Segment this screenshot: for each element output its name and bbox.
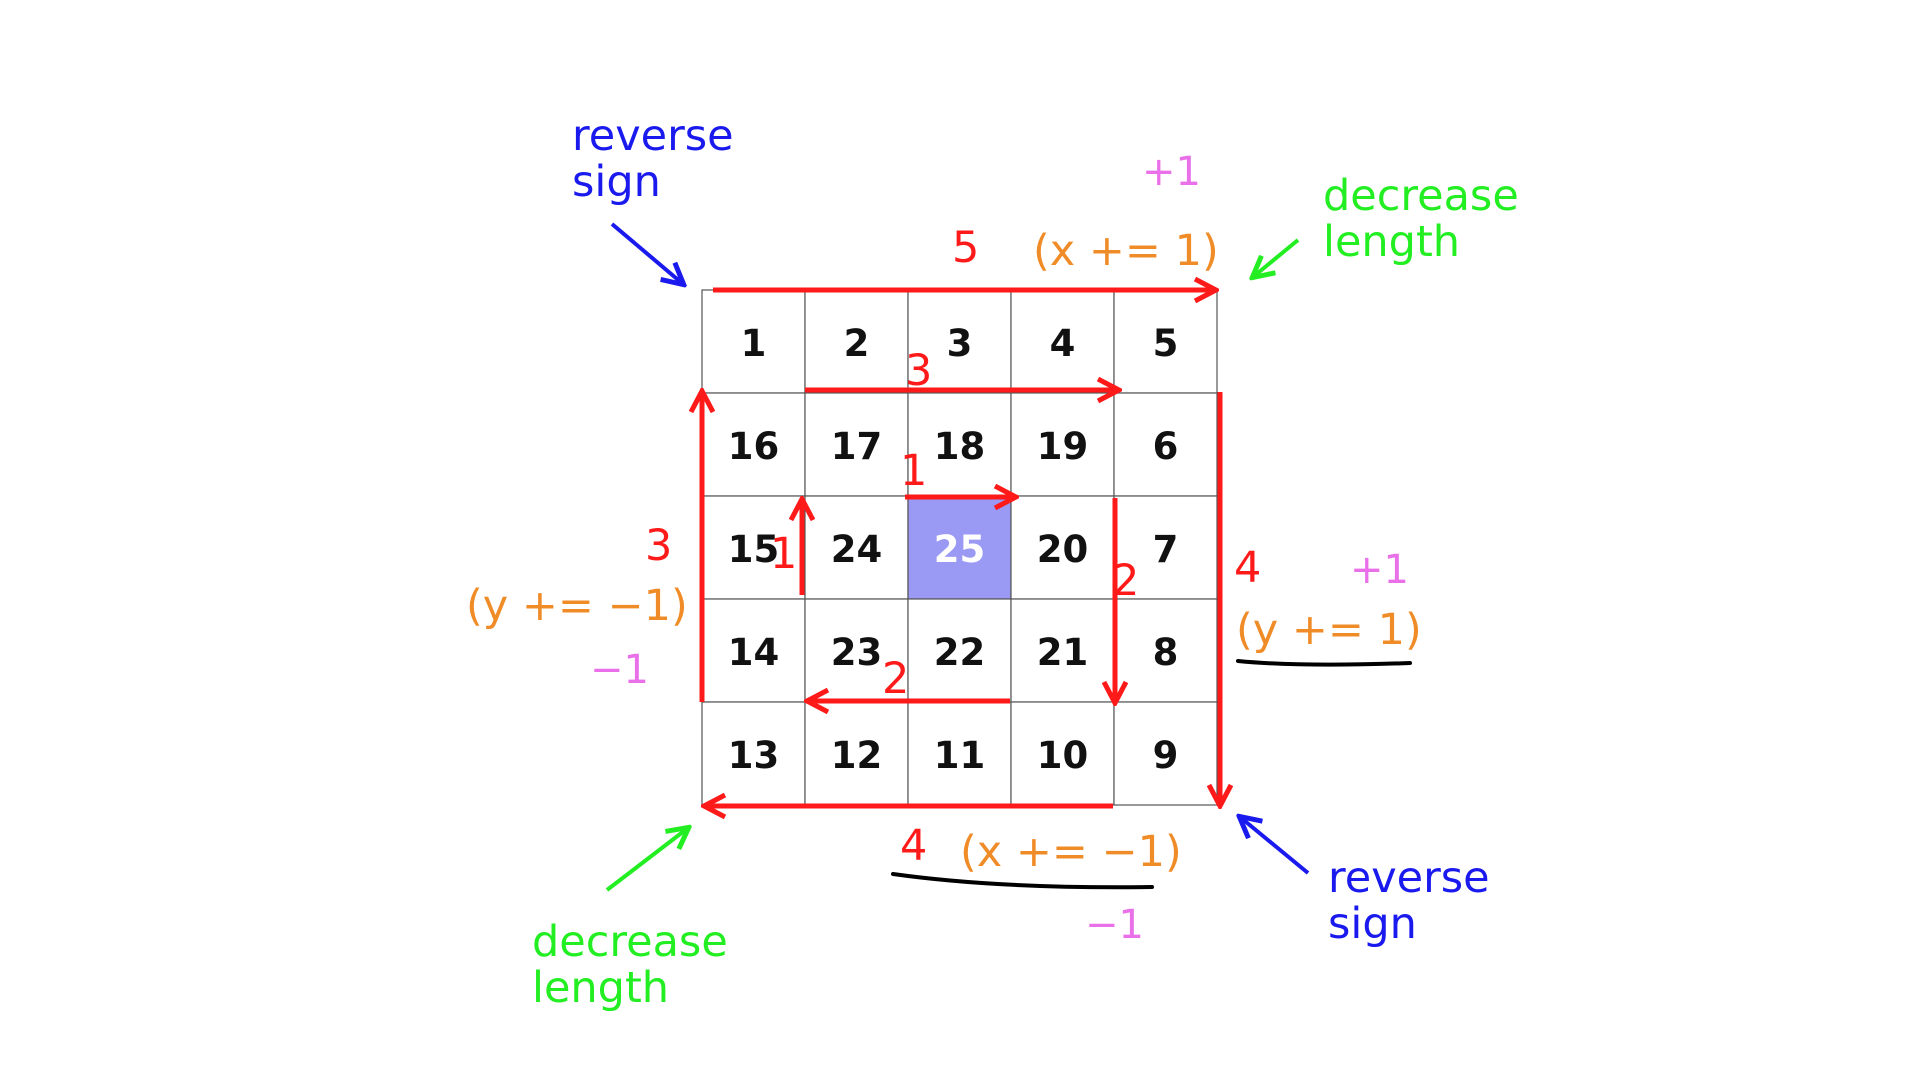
bottom-left-pointer-arrow [605, 828, 688, 892]
top-left-pointer-arrow [610, 222, 683, 284]
grid-cell-value: 5 [1153, 322, 1179, 365]
grid-cell-value: 1 [741, 322, 767, 365]
grid-cell-value: 24 [831, 528, 883, 571]
grid-cell-value: 3 [947, 322, 973, 365]
grid-cell-value: 6 [1153, 425, 1179, 468]
grid-cell-value: 19 [1037, 425, 1089, 468]
grid-cell [804, 392, 909, 497]
note-decrease-length-bottom-line2: length [532, 963, 669, 1013]
segment-label-bottom: 4 [900, 821, 927, 871]
segment-label-inner-left: 1 [770, 529, 797, 579]
grid-cell-value: 16 [728, 425, 780, 468]
note-reverse-sign-bottom-line1: reverse [1328, 853, 1490, 903]
step-formula-left: (y += −1) [466, 581, 688, 631]
note-reverse-sign-bottom-line2: sign [1328, 899, 1417, 949]
grid-cell-value: 25 [934, 528, 986, 571]
step-formula-right: (y += 1) [1236, 605, 1422, 655]
sign-note-top: +1 [1142, 149, 1201, 195]
segment-label-inner-top: 3 [905, 346, 932, 396]
grid-cell-value: 4 [1050, 322, 1076, 365]
grid-cell-value: 17 [831, 425, 883, 468]
grid-cell [1010, 392, 1115, 497]
grid-cell-value: 9 [1153, 734, 1179, 777]
note-decrease-length-top-line2: length [1323, 217, 1460, 267]
grid-cell [1010, 598, 1115, 703]
sign-note-right: +1 [1350, 547, 1409, 593]
grid-cell [907, 392, 1012, 497]
segment-label-inner-bottom: 2 [882, 654, 909, 704]
sign-note-bottom: −1 [1085, 902, 1144, 948]
grid-cell [1113, 495, 1218, 600]
note-reverse-sign-top-line2: sign [572, 157, 661, 207]
segment-label-center: 1 [900, 446, 927, 496]
grid-cell-value: 20 [1037, 528, 1089, 571]
grid-cell [1113, 701, 1218, 806]
note-decrease-length-top-line1: decrease [1323, 171, 1519, 221]
step-formula-bottom: (x += −1) [960, 827, 1182, 877]
note-decrease-length-bottom-line1: decrease [532, 917, 728, 967]
spiral-path [702, 290, 1220, 806]
grid-cell-value: 2 [844, 322, 870, 365]
grid-cell [1010, 701, 1115, 806]
grid-cell-value: 14 [728, 631, 780, 674]
grid-cell [701, 289, 806, 394]
grid-cell-value: 11 [934, 734, 986, 777]
grid-cell [804, 495, 909, 600]
underline-right-step [1236, 659, 1412, 667]
grid-cell [804, 598, 909, 703]
note-reverse-sign-top-line1: reverse [572, 111, 734, 161]
grid-cell-value: 7 [1153, 528, 1179, 571]
segment-label-right: 4 [1234, 543, 1261, 593]
grid-cell-value: 8 [1153, 631, 1179, 674]
segment-label-inner-right: 2 [1112, 556, 1139, 606]
grid-cell [907, 701, 1012, 806]
segment-label-top: 5 [952, 223, 979, 273]
grid-cell-value: 13 [728, 734, 780, 777]
segment-label-left: 3 [645, 521, 672, 571]
grid-cell [1010, 495, 1115, 600]
grid-cell [701, 701, 806, 806]
grid-cell [701, 598, 806, 703]
grid-cell-value: 22 [934, 631, 986, 674]
step-formula-top: (x += 1) [1033, 226, 1219, 276]
top-right-pointer-arrow [1253, 238, 1300, 277]
grid-cell [907, 598, 1012, 703]
grid-cell-value: 21 [1037, 631, 1089, 674]
underline-bottom-step [891, 872, 1154, 890]
grid-cell-value: 10 [1037, 734, 1089, 777]
grid-cell-value: 18 [934, 425, 986, 468]
sign-note-left: −1 [590, 647, 649, 693]
grid-cell-value: 15 [728, 528, 780, 571]
grid-cell-value: 23 [831, 631, 883, 674]
grid-cell-value: 12 [831, 734, 883, 777]
bottom-right-pointer-arrow [1240, 817, 1310, 875]
